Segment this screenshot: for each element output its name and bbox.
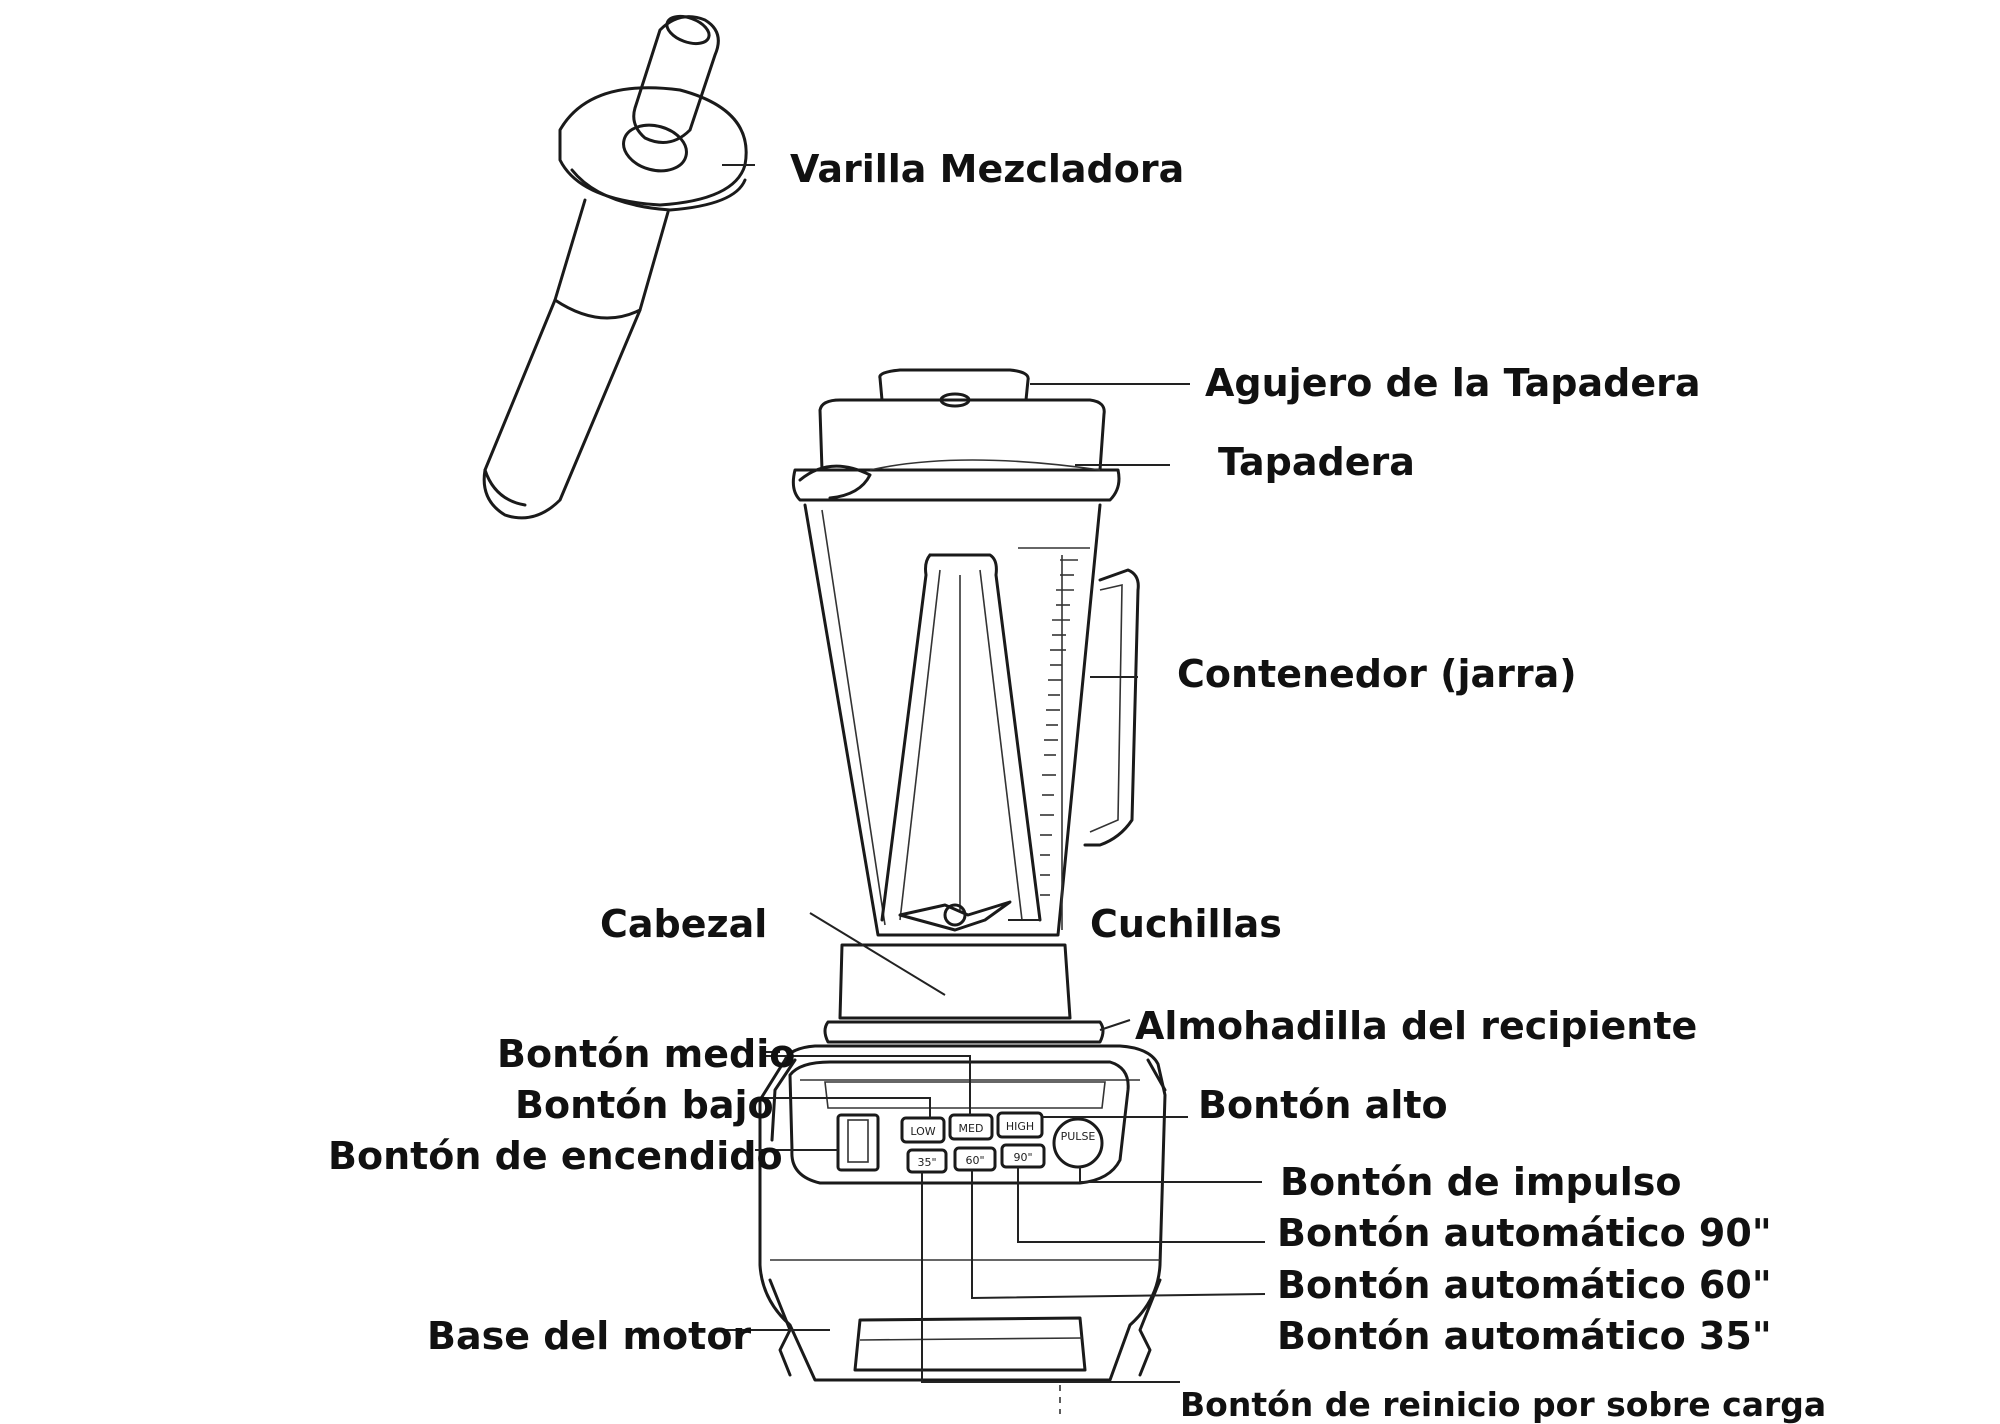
panel-90-text: 90" [1013,1151,1032,1164]
panel-60-text: 60" [965,1154,984,1167]
container-drawing [803,503,1140,937]
label-blades: Cuchillas [1090,902,1282,946]
label-power-button: Bontón de encendido [328,1134,783,1178]
motor-base-drawing: LOW MED HIGH PULSE 35" 60" 90" [720,1044,1266,1414]
panel-pulse-text: PULSE [1061,1130,1096,1143]
label-lid: Tapadera [1218,440,1415,484]
label-auto-35-button: Bontón automático 35" [1277,1314,1772,1358]
panel-med-text: MED [959,1122,984,1135]
label-container: Contenedor (jarra) [1177,652,1577,696]
label-lid-hole: Agujero de la Tapadera [1205,361,1701,405]
label-auto-90-button: Bontón automático 90" [1277,1211,1772,1255]
label-low-button: Bontón bajo [515,1083,774,1127]
label-medium-button: Bontón medio [497,1032,796,1076]
panel-35-text: 35" [917,1156,936,1169]
label-motor-base: Base del motor [427,1314,752,1358]
label-pulse-button: Bontón de impulso [1280,1160,1682,1204]
panel-low-text: LOW [910,1125,935,1138]
label-auto-60-button: Bontón automático 60" [1277,1263,1772,1307]
mixing-rod-drawing [482,14,755,520]
lid-drawing [791,368,1190,502]
head-drawing [809,912,1131,1044]
label-overload-reset-button: Bontón de reinicio por sobre carga [1180,1385,1827,1424]
label-mixing-rod: Varilla Mezcladora [790,147,1185,191]
panel-high-text: HIGH [1006,1120,1034,1133]
label-head: Cabezal [600,902,768,946]
label-container-pad: Almohadilla del recipiente [1135,1004,1698,1048]
label-high-button: Bontón alto [1198,1083,1448,1127]
